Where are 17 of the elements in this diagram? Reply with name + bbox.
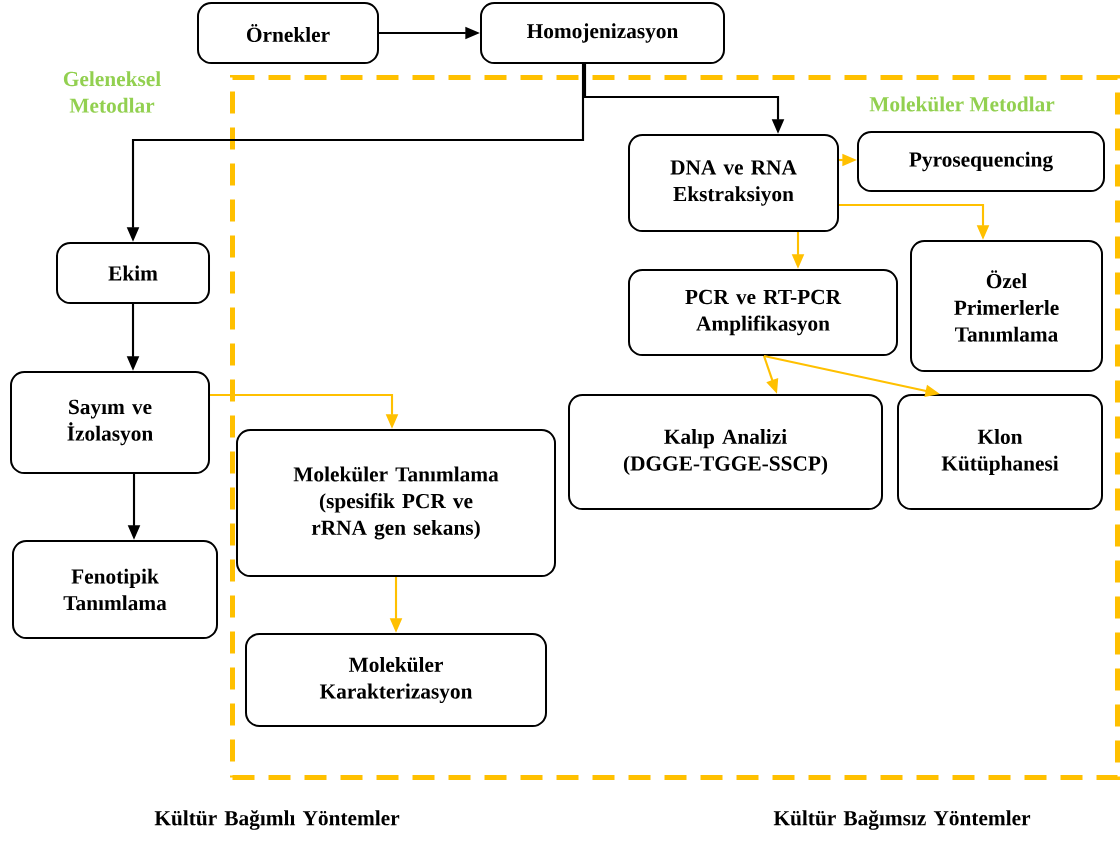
process-box: Kalıp Analizi (DGGE-TGGE-SSCP) — [568, 394, 883, 510]
group-heading: Moleküler Metodlar — [869, 96, 1055, 112]
group-heading: Geleneksel Metodlar — [63, 71, 161, 113]
process-box: Homojenizasyon — [480, 2, 725, 64]
process-box: Özel Primerlerle Tanımlama — [910, 240, 1103, 372]
process-box: Moleküler Karakterizasyon — [245, 633, 547, 727]
process-box: Klon Kütüphanesi — [897, 394, 1103, 510]
process-box: PCR ve RT-PCR Amplifikasyon — [628, 269, 898, 356]
process-box: Pyrosequencing — [857, 131, 1105, 192]
process-box: Fenotipik Tanımlama — [12, 540, 218, 639]
section-caption: Kültür Bağımsız Yöntemler — [773, 810, 1031, 830]
process-box: Moleküler Tanımlama (spesifik PCR ve rRNA gen sekans) — [236, 429, 556, 577]
process-box: DNA ve RNA Ekstraksiyon — [628, 134, 839, 232]
process-box: Sayım ve İzolasyon — [10, 371, 210, 474]
process-box: Örnekler — [197, 2, 379, 64]
process-box: Ekim — [56, 242, 210, 304]
section-caption: Kültür Bağımlı Yöntemler — [154, 810, 400, 830]
